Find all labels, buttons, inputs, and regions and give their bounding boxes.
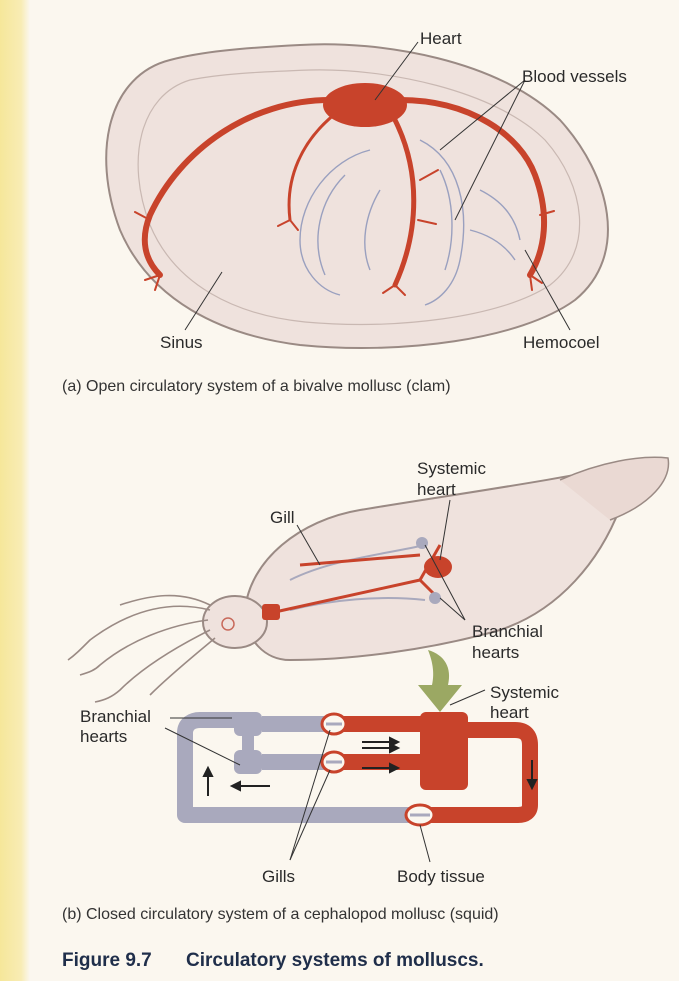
squid-tentacles <box>68 596 215 702</box>
label-heart: Heart <box>420 29 462 48</box>
label-systemic-heart-1: Systemic <box>417 459 486 478</box>
figure-number: Figure 9.7 <box>62 950 152 971</box>
caption-panel-b: (b) Closed circulatory system of a cepha… <box>62 906 499 923</box>
label-hemocoel: Hemocoel <box>523 333 600 352</box>
schematic-systemic-heart <box>420 712 468 790</box>
label-branchial-hearts-1: Branchial <box>472 622 543 641</box>
squid-vessel-end <box>262 604 280 620</box>
schematic-label-systemic-1: Systemic <box>490 683 559 702</box>
schematic-label-branchial-2: hearts <box>80 727 127 746</box>
label-sinus: Sinus <box>160 333 203 352</box>
circulation-schematic: Branchial hearts Systemic heart Gills Bo… <box>80 683 559 886</box>
label-systemic-heart-2: heart <box>417 480 456 499</box>
schematic-label-systemic-2: heart <box>490 703 529 722</box>
squid-systemic-heart <box>424 556 452 578</box>
label-gill: Gill <box>270 508 295 527</box>
figure-title: Circulatory systems of molluscs. <box>186 950 484 971</box>
label-blood-vessels: Blood vessels <box>522 67 627 86</box>
label-branchial-hearts-2: hearts <box>472 643 519 662</box>
clam-heart <box>323 83 407 127</box>
schematic-branchial-heart-top <box>234 712 262 736</box>
caption-panel-a: (a) Open circulatory system of a bivalve… <box>62 378 451 395</box>
schematic-label-branchial-1: Branchial <box>80 707 151 726</box>
squid-branchial-heart-bottom <box>429 592 441 604</box>
schematic-label-body-tissue: Body tissue <box>397 867 485 886</box>
clam-diagram: Heart Blood vessels Sinus Hemocoel <box>106 29 627 352</box>
schematic-label-gills: Gills <box>262 867 295 886</box>
schematic-body-tissue-capillary <box>406 805 434 825</box>
squid-diagram: Systemic heart Gill Branchial hearts <box>68 457 668 712</box>
